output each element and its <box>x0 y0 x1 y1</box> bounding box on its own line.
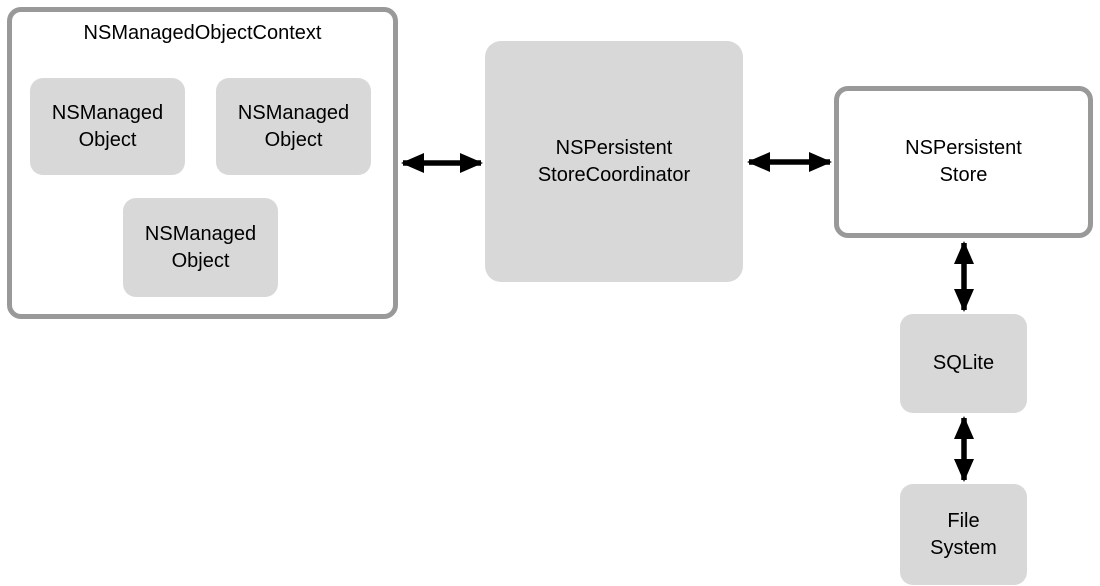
node-filesystem: File System <box>900 484 1027 585</box>
node-nsmanagedobject-3: NSManaged Object <box>123 198 278 297</box>
node-nspersistentstore: NSPersistent Store <box>834 86 1093 238</box>
node-nsmanagedobject-2-label: NSManaged Object <box>237 101 350 151</box>
node-nsmanagedobject-1-label: NSManaged Object <box>51 101 164 151</box>
node-filesystem-label: File System <box>930 509 997 559</box>
node-nsmanagedobjectcontext: NSManagedObjectContext NSManaged Object … <box>7 7 398 319</box>
node-nsmanagedobject-3-label: NSManaged Object <box>144 222 257 272</box>
node-nspersistentstorecoordinator: NSPersistent StoreCoordinator <box>485 41 743 282</box>
node-nsmanagedobjectcontext-label: NSManagedObjectContext <box>83 22 322 44</box>
node-nspersistentstore-label: NSPersistent Store <box>905 137 1022 186</box>
node-nspersistentstorecoordinator-label: NSPersistent StoreCoordinator <box>537 136 691 186</box>
node-nsmanagedobject-1: NSManaged Object <box>30 78 185 175</box>
node-sqlite-label: SQLite <box>932 352 995 374</box>
node-nsmanagedobject-2: NSManaged Object <box>216 78 371 175</box>
node-sqlite: SQLite <box>900 314 1027 413</box>
